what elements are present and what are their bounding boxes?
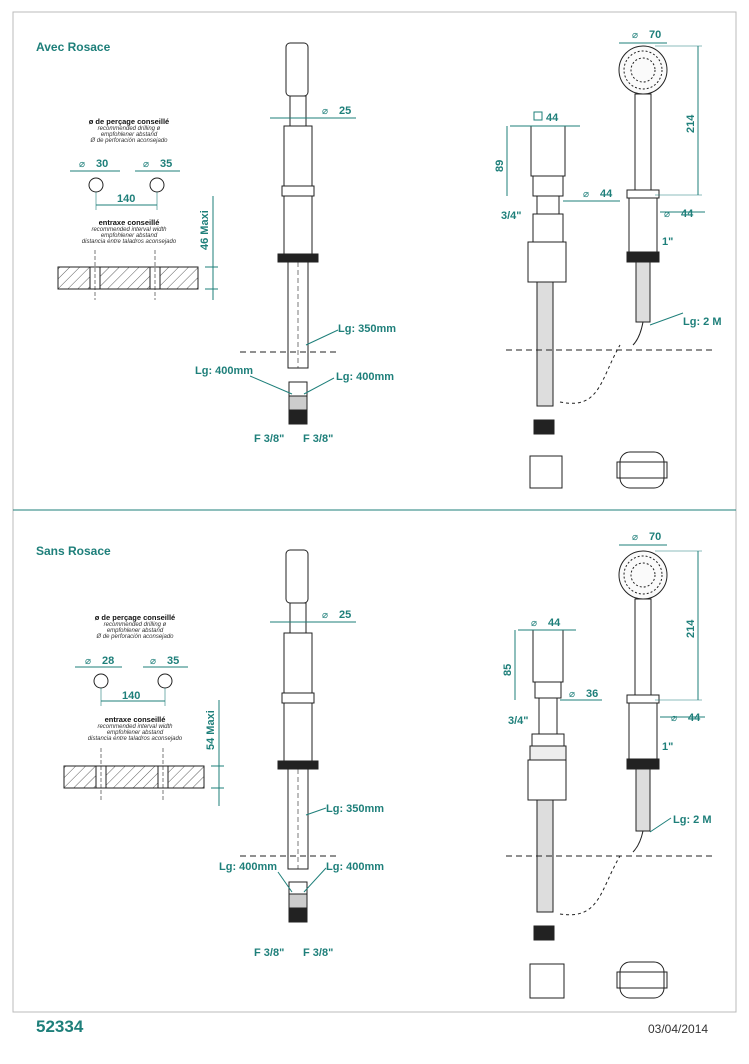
section-sans-rosace: ⌀ 28 ⌀ 35 140 54 Maxi	[63, 531, 712, 999]
svg-text:⌀: ⌀	[143, 159, 149, 170]
drill2-d2: 35	[167, 655, 179, 667]
interval2-sub3: distancia entre taladros aconsejado	[87, 736, 183, 743]
interval-plate-2: 54 Maxi	[63, 700, 224, 806]
holder-assembly	[527, 125, 567, 489]
section-title-avec: Avec Rosace	[36, 40, 111, 54]
svg-text:⌀: ⌀	[664, 209, 670, 220]
svg-text:⌀: ⌀	[150, 656, 156, 667]
holder-assembly-2	[527, 629, 567, 999]
spout2-f-left: F 3/8"	[254, 947, 284, 959]
holder2-top: 44	[548, 617, 561, 629]
spout-f-left: F 3/8"	[254, 433, 284, 445]
spout-lg-mid: Lg: 350mm	[338, 323, 396, 335]
svg-text:⌀: ⌀	[583, 189, 589, 200]
sheet-border	[12, 11, 737, 1013]
svg-text:⌀: ⌀	[85, 656, 91, 667]
interval-note-2: entraxe conseillé recommended interval w…	[50, 716, 220, 743]
spout-lg-right: Lg: 400mm	[336, 371, 394, 383]
holder2-thread: 3/4"	[508, 715, 529, 727]
section-title-sans: Sans Rosace	[36, 544, 111, 558]
interval-sub1: recommended interval width	[91, 226, 167, 233]
interval2-sub1: recommended interval width	[97, 723, 173, 730]
interval2-sub2: empfohlener abstand	[106, 730, 164, 737]
document-date: 03/04/2014	[648, 1022, 709, 1036]
interval-note: entraxe conseillé recommended interval w…	[44, 219, 214, 246]
hand-shower-2	[616, 550, 668, 999]
holder-dia: 44	[600, 188, 613, 200]
shower-dia: 44	[681, 208, 694, 220]
shower2-thread: 1"	[662, 741, 673, 753]
shower2-dia: 44	[688, 712, 701, 724]
interval-heading: entraxe conseillé	[98, 218, 160, 227]
spout-assembly	[277, 42, 319, 425]
svg-text:⌀: ⌀	[531, 618, 537, 629]
spout-lg-left: Lg: 400mm	[195, 365, 253, 377]
spout2-f-right: F 3/8"	[303, 947, 333, 959]
shower-length: 214	[685, 114, 697, 133]
product-code: 52334	[36, 1017, 84, 1036]
holder-thread: 3/4"	[501, 210, 522, 222]
drill-spacing: 140	[117, 193, 135, 205]
svg-text:⌀: ⌀	[632, 30, 638, 41]
spout2-lg-left: Lg: 400mm	[219, 861, 277, 873]
holder2-height: 85	[502, 664, 514, 676]
interval-plate: 46 Maxi	[57, 196, 218, 300]
svg-text:⌀: ⌀	[322, 106, 328, 117]
holder2-dia: 36	[586, 688, 598, 700]
drill-note-2: ø de perçage conseillé recommended drill…	[50, 614, 220, 641]
interval-maxi: 46 Maxi	[199, 210, 211, 250]
spout-f-right: F 3/8"	[303, 433, 333, 445]
drill2-heading: ø de perçage conseillé	[94, 613, 176, 622]
svg-text:⌀: ⌀	[79, 159, 85, 170]
drill-sub1: recommended drilling ø	[97, 125, 161, 132]
drill-d2: 35	[160, 158, 172, 170]
spout-assembly-2	[277, 549, 319, 923]
drill-diagram: ⌀ 30 ⌀ 35 140	[70, 158, 180, 210]
drill2-sub3: Ø de perforación aconsejado	[96, 634, 174, 641]
drill2-d1: 28	[102, 655, 114, 667]
drill-heading: ø de perçage conseillé	[88, 117, 170, 126]
svg-text:⌀: ⌀	[671, 713, 677, 724]
spout2-lg-right: Lg: 400mm	[326, 861, 384, 873]
svg-text:⌀: ⌀	[322, 610, 328, 621]
interval2-heading: entraxe conseillé	[104, 715, 166, 724]
shower2-length: 214	[685, 619, 697, 638]
drill-sub3: Ø de perforación aconsejado	[90, 138, 168, 145]
holder-top: 44	[546, 112, 559, 124]
shower-hose: Lg: 2 M	[683, 316, 722, 328]
drill-diagram-2: ⌀ 28 ⌀ 35 140	[75, 655, 188, 706]
shower2-head: 70	[649, 531, 661, 543]
interval2-maxi: 54 Maxi	[205, 710, 217, 750]
section-avec-rosace: ⌀ 30 ⌀ 35 140 46 Maxi	[57, 29, 722, 489]
shower2-hose: Lg: 2 M	[673, 814, 712, 826]
spout-dia: 25	[339, 105, 351, 117]
drill-d1: 30	[96, 158, 108, 170]
interval-sub3: distancia entre taladros aconsejado	[81, 239, 177, 246]
drill-note: ø de perçage conseillé recommended drill…	[44, 118, 214, 145]
hand-shower	[616, 45, 668, 489]
shower-head: 70	[649, 29, 661, 41]
drill-sub2: empfohlener abstand	[100, 132, 158, 139]
interval-sub2: empfohlener abstand	[100, 233, 158, 240]
shower-thread: 1"	[662, 236, 673, 248]
spout2-dia: 25	[339, 609, 351, 621]
svg-text:⌀: ⌀	[569, 689, 575, 700]
drill2-spacing: 140	[122, 690, 140, 702]
svg-text:⌀: ⌀	[632, 532, 638, 543]
holder-height: 89	[494, 160, 506, 172]
drill2-sub2: empfohlener abstand	[106, 628, 164, 635]
spout2-lg-mid: Lg: 350mm	[326, 803, 384, 815]
drill2-sub1: recommended drilling ø	[103, 621, 167, 628]
